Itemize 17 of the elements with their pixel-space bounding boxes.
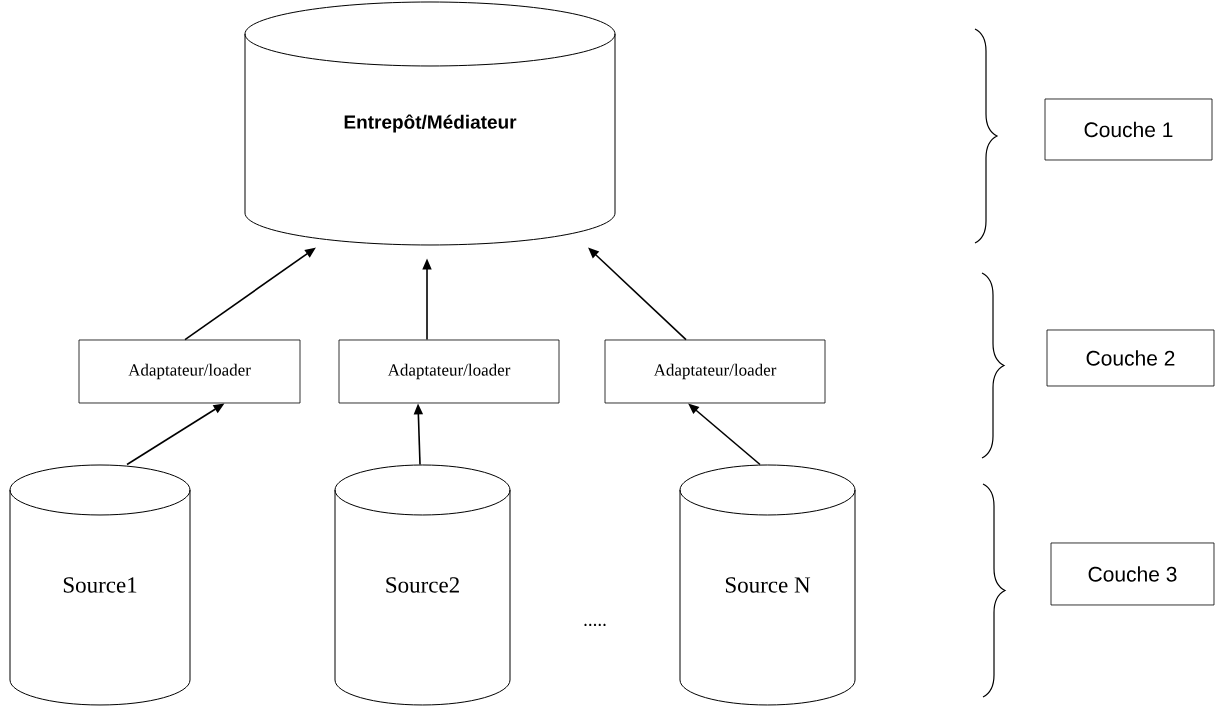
node-label: Entrepôt/Médiateur [344,114,517,133]
database-cylinder: Source N [679,464,856,706]
arrow [688,403,761,466]
node-label: Source N [725,577,811,593]
database-cylinder: Source1 [9,464,191,706]
ellipsis-text: ..... [584,623,606,627]
layer-box: Couche 2 [1046,329,1215,387]
layer-box: Couche 3 [1050,542,1215,606]
process-box: Adaptateur/loader [78,339,301,404]
node-label: Source1 [63,577,137,593]
process-box: Adaptateur/loader [338,339,560,404]
process-box: Adaptateur/loader [604,339,826,404]
layer-box: Couche 1 [1044,98,1213,161]
node-label: Source2 [386,577,459,593]
database-cylinder: Source2 [334,464,511,706]
arrow [184,247,316,341]
database-cylinder: Entrepôt/Médiateur [244,1,616,246]
